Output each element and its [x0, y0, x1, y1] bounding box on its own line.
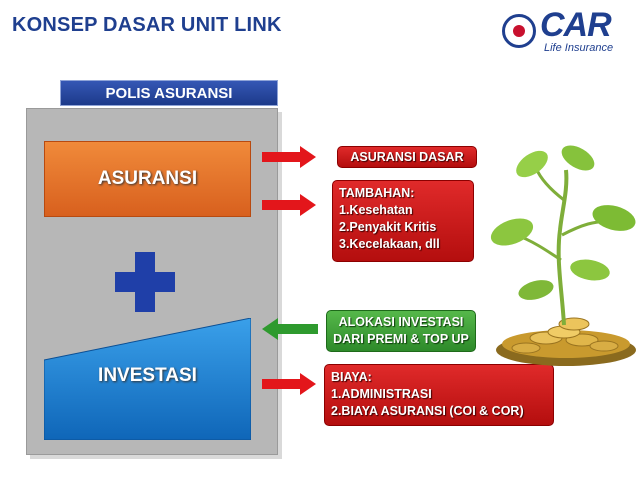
car-emblem-icon	[502, 14, 536, 48]
arrow-right-icon	[262, 194, 316, 216]
tambahan-heading: TAMBAHAN:	[339, 186, 415, 200]
polis-asuransi-header: POLIS ASURANSI	[60, 80, 278, 106]
plant-coins-icon	[490, 145, 636, 366]
arrow-right-icon	[262, 146, 316, 168]
tambahan-item: 3.Kecelakaan, dll	[339, 237, 440, 251]
biaya-item: 2.BIAYA ASURANSI (COI & COR)	[331, 404, 524, 418]
alokasi-line1: ALOKASI INVESTASI	[338, 315, 464, 329]
arrow-left-icon	[262, 318, 318, 340]
biaya-item: 1.ADMINISTRASI	[331, 387, 432, 401]
alokasi-investasi-box: ALOKASI INVESTASI DARI PREMI & TOP UP	[326, 310, 476, 352]
biaya-box: BIAYA: 1.ADMINISTRASI 2.BIAYA ASURANSI (…	[324, 364, 554, 426]
asuransi-box: ASURANSI	[44, 141, 251, 217]
alokasi-line2: DARI PREMI & TOP UP	[333, 332, 469, 346]
tambahan-item: 2.Penyakit Kritis	[339, 220, 437, 234]
arrow-right-icon	[262, 373, 316, 395]
investasi-shape	[44, 318, 251, 440]
page-title: KONSEP DASAR UNIT LINK	[12, 14, 282, 36]
plus-icon-bar	[115, 272, 175, 292]
logo-subtitle: Life Insurance	[544, 42, 614, 54]
tambahan-item: 1.Kesehatan	[339, 203, 413, 217]
tambahan-box: TAMBAHAN: 1.Kesehatan 2.Penyakit Kritis …	[332, 180, 474, 262]
logo-brand: CAR	[540, 6, 612, 44]
asuransi-dasar-box: ASURANSI DASAR	[337, 146, 477, 168]
car-logo: CAR Life Insurance	[498, 6, 632, 56]
biaya-heading: BIAYA:	[331, 370, 372, 384]
investasi-label: INVESTASI	[98, 365, 197, 386]
